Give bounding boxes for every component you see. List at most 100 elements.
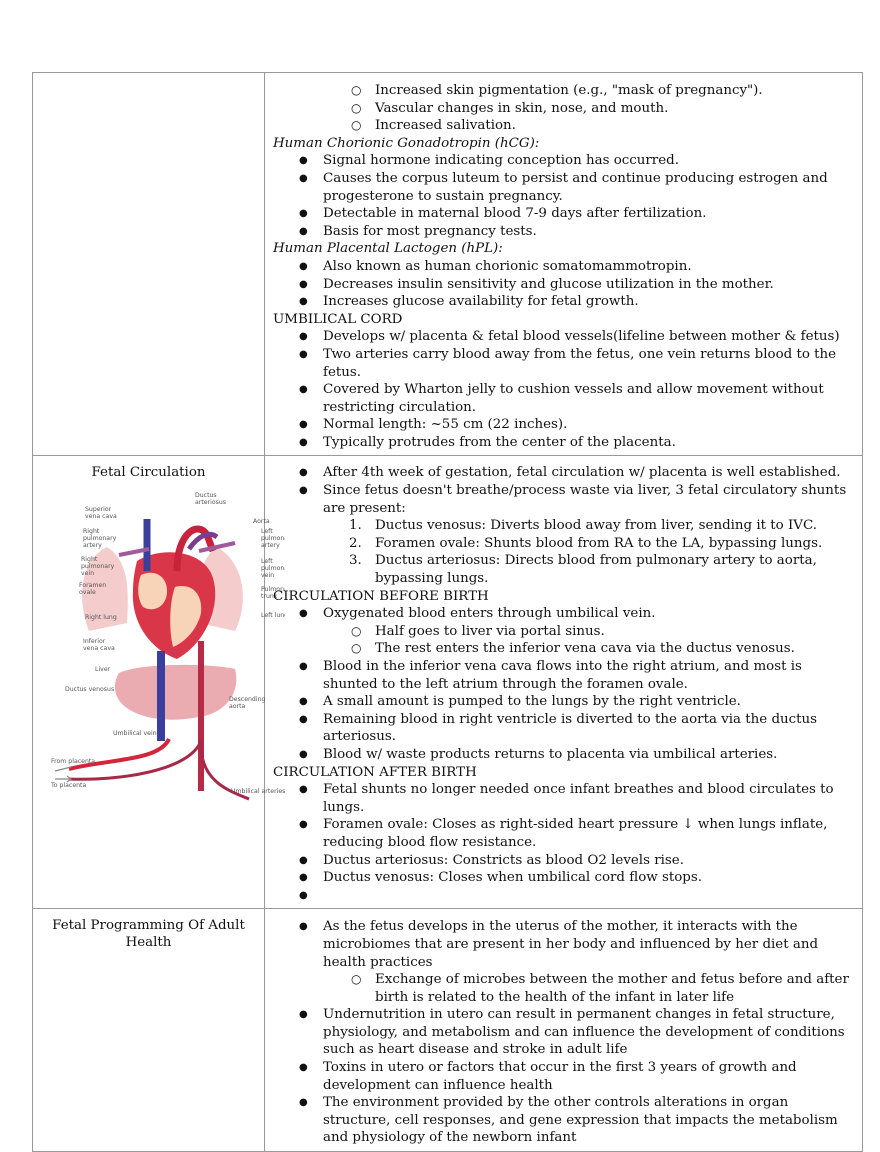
list-item: Basis for most pregnancy tests. xyxy=(273,223,852,241)
list-item: Covered by Wharton jelly to cushion vess… xyxy=(273,381,852,416)
bullet-list: Undernutrition in utero can result in pe… xyxy=(273,1006,852,1147)
list-item-text: Detectable in maternal blood 7-9 days af… xyxy=(323,206,707,222)
list-item: A small amount is pumped to the lungs by… xyxy=(273,693,852,711)
list-item: Fetal shunts no longer needed once infan… xyxy=(273,781,852,816)
list-item: As the fetus develops in the uterus of t… xyxy=(273,918,852,971)
list-item: Blood w/ waste products returns to place… xyxy=(273,746,852,764)
left-ventricle-shape xyxy=(170,586,202,648)
list-item: Also known as human chorionic somatomamm… xyxy=(273,258,852,276)
diagram-label-line: From placenta xyxy=(51,758,95,765)
diagram-label-line: Ductus xyxy=(195,492,217,499)
content-cell: After 4th week of gestation, fetal circu… xyxy=(264,455,863,910)
aorta-label: Aorta xyxy=(253,518,270,525)
list-item-text: Fetal shunts no longer needed once infan… xyxy=(323,782,834,815)
bullet-list: Increased skin pigmentation (e.g., "mask… xyxy=(273,82,852,135)
bullet-list: Oxygenated blood enters through umbilica… xyxy=(273,605,852,623)
list-item: Foramen ovale: Closes as right-sided hea… xyxy=(273,816,852,851)
list-item-text: Also known as human chorionic somatomamm… xyxy=(323,258,692,274)
list-item: 2.Foramen ovale: Shunts blood from RA to… xyxy=(273,535,852,553)
diagram-label-line: trunk xyxy=(261,593,278,600)
list-item: Ductus arteriosus: Constricts as blood O… xyxy=(273,852,852,870)
list-item: Increased salivation. xyxy=(273,117,852,135)
content-cell: Increased skin pigmentation (e.g., "mask… xyxy=(264,71,863,457)
topic-label: Fetal Programming Of Adult Health xyxy=(52,918,245,951)
list-item-text: Remaining blood in right ventricle is di… xyxy=(323,711,818,745)
list-item-text: Typically protrudes from the center of t… xyxy=(323,434,676,450)
list-item-text: Toxins in utero or factors that occur in… xyxy=(323,1060,797,1093)
bullet-list: Develops w/ placenta & fetal blood vesse… xyxy=(273,328,852,451)
list-number: 1. xyxy=(349,518,362,534)
list-number: 2. xyxy=(349,535,362,551)
list-item: Develops w/ placenta & fetal blood vesse… xyxy=(273,328,852,346)
liver-label: Liver xyxy=(95,666,111,673)
list-item: Signal hormone indicating conception has… xyxy=(273,152,852,170)
topic-label: Fetal Circulation xyxy=(91,465,206,481)
list-item-text: Normal length: ~55 cm (22 inches). xyxy=(323,417,568,433)
list-item: 1. Ductus venosus: Diverts blood away fro… xyxy=(273,517,852,535)
list-item: Half goes to liver via portal sinus. xyxy=(273,623,852,641)
list-item: 3.Ductus arteriosus: Directs blood from … xyxy=(273,552,852,587)
list-item xyxy=(273,887,852,905)
list-item: Causes the corpus luteum to persist and … xyxy=(273,170,852,205)
list-item-text: Ductus arteriosus: Constricts as blood O… xyxy=(323,852,684,868)
topic-cell: Fetal Programming Of Adult Health xyxy=(32,908,265,1152)
diagram-label-line: ovale xyxy=(79,589,96,596)
content-list: Increased skin pigmentation (e.g., "mask… xyxy=(265,73,862,455)
list-item: Blood in the inferior vena cava flows in… xyxy=(273,658,852,693)
bullet-list: As the fetus develops in the uterus of t… xyxy=(273,918,852,971)
to-placenta-arrow xyxy=(55,775,72,783)
diagram-label-line: Descending xyxy=(229,696,265,703)
list-item: Remaining blood in right ventricle is di… xyxy=(273,711,852,746)
bullet-list: Signal hormone indicating conception has… xyxy=(273,152,852,240)
list-item-text: As the fetus develops in the uterus of t… xyxy=(323,919,819,970)
lpv-label: Leftpulmonaryvein xyxy=(261,558,285,579)
list-item: Normal length: ~55 cm (22 inches). xyxy=(273,416,852,434)
diagram-label-line: vein xyxy=(261,572,274,579)
list-item-text: Blood in the inferior vena cava flows in… xyxy=(323,659,802,692)
diagram-label-line: vena cava xyxy=(83,645,115,652)
diagram-label-line: Liver xyxy=(95,666,111,673)
section-heading: Human Placental Lactogen (hPL): xyxy=(273,241,503,257)
diagram-label-line: Ductus venosus xyxy=(65,686,114,693)
list-item: Detectable in maternal blood 7-9 days af… xyxy=(273,205,852,223)
list-item-text: Oxygenated blood enters through umbilica… xyxy=(323,606,656,622)
section-heading: CIRCULATION BEFORE BIRTH xyxy=(273,588,489,604)
diagram-label-line: Aorta xyxy=(253,518,270,525)
right-atrium-shape xyxy=(138,573,167,610)
list-item: After 4th week of gestation, fetal circu… xyxy=(273,464,852,482)
list-item-text: Decreases insulin sensitivity and glucos… xyxy=(323,276,774,292)
list-item-text: Ductus venosus: Closes when umbilical co… xyxy=(323,870,702,886)
list-item-text: Covered by Wharton jelly to cushion vess… xyxy=(323,382,824,415)
content-list: After 4th week of gestation, fetal circu… xyxy=(265,456,862,908)
list-item: Increased skin pigmentation (e.g., "mask… xyxy=(273,82,852,100)
list-item: Increases glucose availability for fetal… xyxy=(273,293,852,311)
diagram-label-line: Foramen xyxy=(79,582,106,589)
right-lung-shape xyxy=(82,547,128,632)
diagram-label-line: artery xyxy=(83,542,102,549)
diagram-label-line: Right xyxy=(81,556,98,563)
bullet-list: Half goes to liver via portal sinus.The … xyxy=(273,623,852,658)
list-item-text: Ductus venosus: Diverts blood away from … xyxy=(375,518,817,534)
ua-label: Umbilical arteries xyxy=(231,788,285,795)
bullet-list: Blood in the inferior vena cava flows in… xyxy=(273,658,852,764)
uv-label: Umbilical vein xyxy=(113,730,157,737)
table-row: Increased skin pigmentation (e.g., "mask… xyxy=(32,71,863,457)
rlung-label: Right lung xyxy=(85,614,117,621)
list-item: The environment provided by the other co… xyxy=(273,1094,852,1147)
diagram-label-line: Pulmonary xyxy=(261,586,285,593)
list-item-text: Increased skin pigmentation (e.g., "mask… xyxy=(375,83,763,98)
list-item-text: Increases glucose availability for fetal… xyxy=(323,294,639,310)
pulmonary-arteries xyxy=(118,541,236,558)
list-item-text: Ductus arteriosus: Directs blood from pu… xyxy=(375,553,817,587)
list-item: Exchange of microbes between the mother … xyxy=(273,971,852,1006)
diagram-label-line: vein xyxy=(81,570,94,577)
notes-table: Increased skin pigmentation (e.g., "mask… xyxy=(32,71,863,1152)
table-row: Fetal Circulation xyxy=(32,455,863,910)
list-item: Toxins in utero or factors that occur in… xyxy=(273,1059,852,1094)
